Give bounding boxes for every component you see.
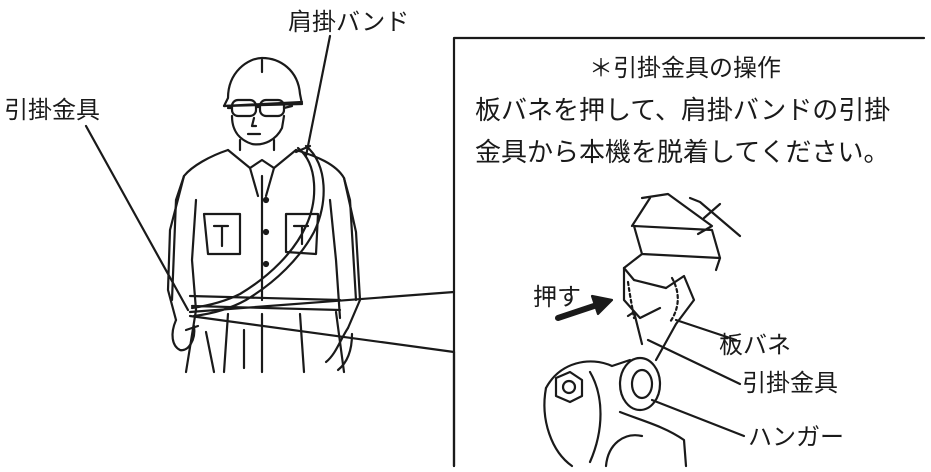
shoulder-band-leader bbox=[304, 34, 332, 158]
shoulder-band-label: 肩掛バンド bbox=[288, 8, 410, 36]
shoulder-band-strap bbox=[190, 144, 325, 318]
push-arrow bbox=[555, 294, 614, 321]
hook-fitting-leader bbox=[84, 124, 190, 312]
hook-fitting-detail-label: 引掛金具 bbox=[742, 369, 838, 397]
hanger-leader bbox=[650, 398, 746, 438]
hook-fitting-label: 引掛金具 bbox=[4, 96, 100, 124]
instruction-line-1: 板バネを押して、肩掛バンドの引掛 bbox=[475, 96, 891, 126]
callout-title: ＊引掛金具の操作 bbox=[589, 54, 781, 82]
worker-figure bbox=[166, 56, 362, 374]
hook-fitting-right-leader bbox=[646, 338, 742, 386]
push-label: 押す bbox=[533, 283, 581, 311]
instruction-line-2: 金具から本機を脱着してください。 bbox=[475, 138, 890, 168]
leaf-spring-leader bbox=[674, 318, 738, 342]
leaf-spring-label: 板バネ bbox=[719, 331, 791, 359]
hook-fitting-detail bbox=[543, 192, 742, 468]
callout-box bbox=[452, 36, 926, 468]
zoom-line-upper bbox=[188, 290, 456, 314]
zoom-line-lower bbox=[188, 314, 456, 354]
hanger-label: ハンガー bbox=[748, 423, 844, 451]
